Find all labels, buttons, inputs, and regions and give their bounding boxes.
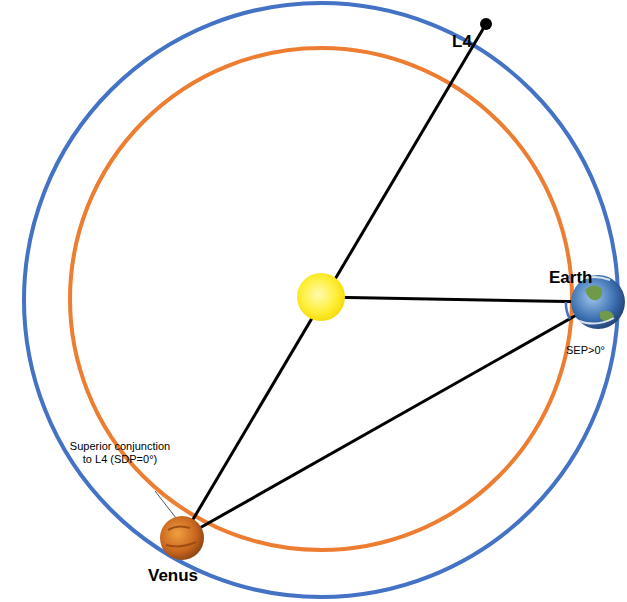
earth-venus-line: [182, 304, 596, 538]
angle-label: SEP>0°: [566, 344, 605, 357]
leader-line: [155, 491, 176, 518]
sun-earth-line: [321, 297, 596, 302]
planet-label: Earth: [549, 268, 592, 288]
planet-label: Venus: [148, 566, 198, 586]
l4-point: [480, 18, 492, 30]
venus-texture: [166, 526, 196, 546]
sun: [297, 273, 345, 321]
venus-planet: [160, 516, 204, 560]
earth-land: [585, 285, 614, 321]
earth-orbit: [24, 3, 618, 597]
l4-venus-line: [182, 24, 486, 538]
point-label: L4: [452, 32, 472, 52]
sep-angle-arc: [566, 302, 570, 319]
callout-note: Superior conjunction to L4 (SDP=0°): [64, 440, 176, 465]
